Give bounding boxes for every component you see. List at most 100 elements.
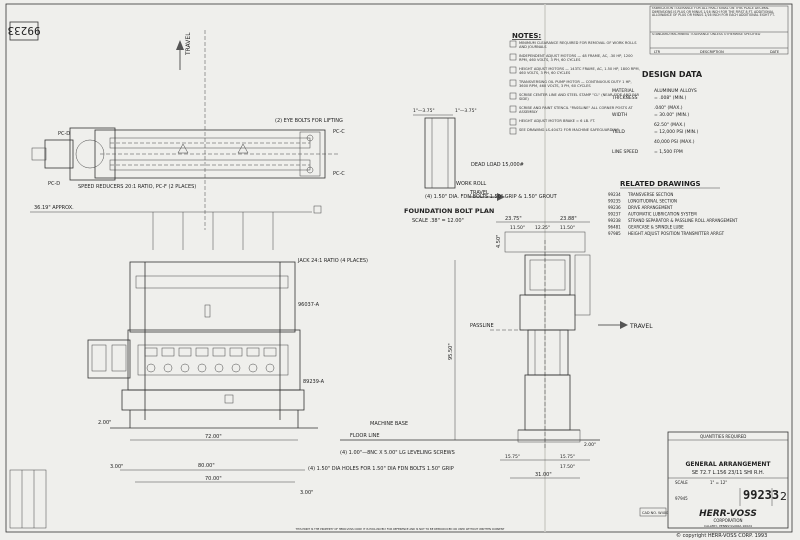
dimension-2388: 23.88" xyxy=(560,216,577,222)
dimension-80: 80.00" xyxy=(198,463,215,469)
dimension-1750: 17.50" xyxy=(560,464,575,470)
note-number-box xyxy=(509,127,517,135)
design-data-label: MATERIAL xyxy=(612,88,635,94)
note-item: INDEPENDENT ADJUST MOTORS — 48 FRAME, AC… xyxy=(519,54,633,63)
side-elevation-view: TRAVEL PC-C PC-C PC-D PC-D (2) EYE BOLTS… xyxy=(30,30,454,496)
note-number-box xyxy=(509,40,517,48)
dimension-1575a: 15.75" xyxy=(505,454,520,460)
notes-heading: NOTES: xyxy=(512,32,541,40)
title-block: QUANTITIES REQUIRED GENERAL ARRANGEMENT … xyxy=(639,431,789,539)
approx-dimension: 36.19" APPROX. xyxy=(34,205,74,211)
machine-base-label: MACHINE BASE xyxy=(370,421,408,427)
dimension-9550: 95.50" xyxy=(448,343,454,360)
related-drawing-desc: HEIGHT ADJUST POSITION TRANSMITTER ARRGT xyxy=(628,231,725,236)
design-data-label: LINE SPEED xyxy=(612,149,639,155)
design-data-value: = .008" (MIN.) xyxy=(654,95,686,101)
dimension-1225: 12.25" xyxy=(535,225,550,231)
speed-reducers-note: SPEED REDUCERS 20:1 RATIO, PC-F (2 PLACE… xyxy=(78,184,196,190)
dimension-375b: 1"—3.75" xyxy=(455,108,477,114)
copyright-note: © copyright HERR-VOSS CORP. 1993 xyxy=(676,532,767,539)
design-data-value: = 1,500 FPM xyxy=(654,149,683,155)
design-data-value: ALUMINUM ALLOYS xyxy=(654,88,697,94)
note-item: HEIGHT ADJUST MOTOR BRAKE = 6 LB. FT. xyxy=(519,119,596,123)
scale-label-tb: SCALE xyxy=(675,480,688,485)
company-logo: HERR-VOSS xyxy=(699,509,757,519)
end-view: 1"—3.75" 1"—3.75" DEAD LOAD 15,000# WORK… xyxy=(340,108,653,479)
dimension-3a: 3.00" xyxy=(110,464,123,470)
part-89239-label: 89239-A xyxy=(303,379,325,385)
note-number-box xyxy=(509,118,517,126)
dimension-72: 72.00" xyxy=(205,434,222,440)
title-block-revision: 2 xyxy=(780,490,787,503)
related-drawing-desc: TRANSVERSE SECTION xyxy=(627,192,673,197)
design-data-label: WIDTH xyxy=(612,112,627,118)
dimension-1150b: 11.50" xyxy=(560,225,575,231)
jack-note: JACK 24:1 RATIO (4 PLACES) xyxy=(297,258,368,264)
note-number-box xyxy=(509,53,517,61)
related-drawing-number: 99238 xyxy=(608,218,621,223)
footer-note: THIS PRINT IS THE PROPERTY OF HERR-VOSS … xyxy=(296,527,505,531)
design-data-value: 62.50" (MAX.) xyxy=(654,122,686,128)
cad-number: CAD NO. W400 xyxy=(642,511,668,515)
revision-block: FABRICATION TOLERANCE FOR ALL FRACTIONAL… xyxy=(649,5,789,55)
pc-c-top-label: PC-C xyxy=(333,129,345,135)
passline-label: PASSLINE xyxy=(470,323,494,329)
note-number-box xyxy=(509,92,517,100)
related-drawing-number: 96481 xyxy=(608,225,621,230)
dimension-70: 70.00" xyxy=(205,476,222,482)
company-location: CALLERY, PENNSYLVANIA 16024 xyxy=(704,524,752,528)
dimension-2-right: 2.00" xyxy=(584,442,596,448)
holes-note: (4) 1.50" DIA HOLES FOR 1.50" DIA FDN BO… xyxy=(308,466,454,472)
travel-label-mid: TRAVEL xyxy=(469,190,489,196)
note-item: SEE DRAWING LS-40472 FOR MACHINE SAFEGUA… xyxy=(519,128,619,132)
related-drawing-desc: DRIVE ARRANGEMENT xyxy=(628,205,673,210)
note-item: TRANSVERSING OIL PUMP MOTOR — CONTINUOUS… xyxy=(519,80,632,89)
scale-value-tb: 1" = 12" xyxy=(710,480,727,485)
dimension-2375: 23.75" xyxy=(505,216,522,222)
related-drawing-number: 99235 xyxy=(608,199,621,204)
design-data-value: .040" (MAX.) xyxy=(654,105,683,111)
related-drawing-number: 99234 xyxy=(608,192,621,197)
company-corporation: CORPORATION xyxy=(713,518,742,523)
dimension-1575b: 15.75" xyxy=(560,454,575,460)
design-data-value: 40,000 PSI (MAX.) xyxy=(654,139,695,145)
drawn-number: 97945 xyxy=(675,496,688,501)
rev-col-desc: DESCRIPTION xyxy=(700,50,724,54)
pc-d-top-label: PC-D xyxy=(58,131,70,137)
note-number-box xyxy=(509,79,517,87)
related-drawing-number: 99236 xyxy=(608,205,621,210)
related-drawing-number: 99237 xyxy=(608,212,621,217)
design-data-label: THICKNESS xyxy=(611,95,638,101)
note-item: SCRIBE AND PAINT STENCIL "PASSLINE" ALL … xyxy=(519,106,633,115)
fdn-bolts-note: (4) 1.50" DIA. FDN BOLTS 1.50" GRIP & 1.… xyxy=(425,194,558,200)
floor-line-label: FLOOR LINE xyxy=(350,433,380,439)
foundation-bolt-plan-title: FOUNDATION BOLT PLAN xyxy=(404,207,494,215)
dimension-1150: 11.50" xyxy=(510,225,525,231)
tolerance-note: FABRICATION TOLERANCE FOR ALL FRACTIONAL… xyxy=(652,7,775,18)
machining-note: STANDARD MACHINING TOLERANCE UNLESS OTHE… xyxy=(652,33,761,36)
dimension-2: 2.00" xyxy=(98,420,111,426)
rev-col-ltr: LTR xyxy=(654,50,661,54)
drawing-number-stamp xyxy=(9,21,39,41)
related-drawing-desc: LONGITUDINAL SECTION xyxy=(628,199,677,204)
left-revision-strip xyxy=(9,469,47,529)
scale-label: SCALE .38" = 12.00" xyxy=(412,218,464,224)
related-drawing-desc: STRAND SEPARATOR & PASSLINE ROLL ARRANGE… xyxy=(628,218,738,223)
pc-c-bottom-label: PC-C xyxy=(333,171,345,177)
note-number-box xyxy=(509,66,517,74)
note-item: SCRIBE CENTER LINE AND STEEL STAMP "CL" … xyxy=(519,93,639,102)
related-drawings-title: RELATED DRAWINGS xyxy=(620,180,701,188)
stamp-text: 99233 xyxy=(7,24,40,37)
design-data-value: = 30.00" (MIN.) xyxy=(654,112,689,118)
leveling-screws-note: (4) 1.00"—8NC X 5.00" LG LEVELING SCREWS xyxy=(340,450,455,456)
title-block-subtitle: SE 72.7 L.156 23/11 SHI R.H. xyxy=(692,470,765,476)
related-drawing-desc: GEARCASE & SPINDLE LUBE xyxy=(628,225,684,230)
travel-label-top: TRAVEL xyxy=(185,32,192,56)
qty-required-label: QUANTITIES REQUIRED xyxy=(700,434,746,439)
pc-d-bottom-label: PC-D xyxy=(48,181,60,187)
notes-block: NOTES: MINIMUM CLEARANCE REQUIRED FOR RE… xyxy=(509,32,640,135)
part-96037-label: 96037-A xyxy=(298,302,320,308)
